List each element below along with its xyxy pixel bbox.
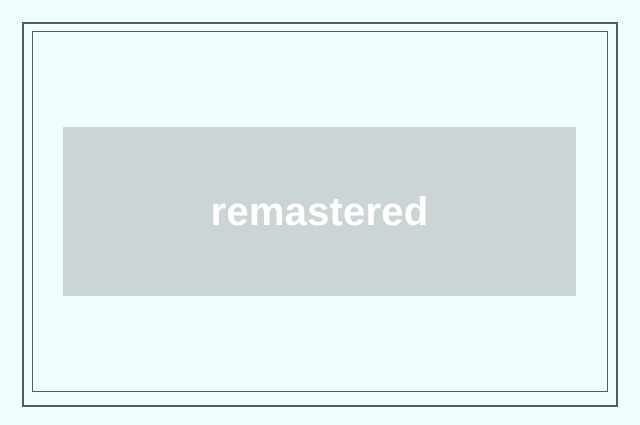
image-placeholder-block: remastered xyxy=(63,127,576,296)
outer-frame-border xyxy=(22,22,618,407)
inner-frame-border xyxy=(32,31,608,392)
placeholder-label: remastered xyxy=(210,189,429,234)
frame-content-area: remastered xyxy=(33,32,607,391)
